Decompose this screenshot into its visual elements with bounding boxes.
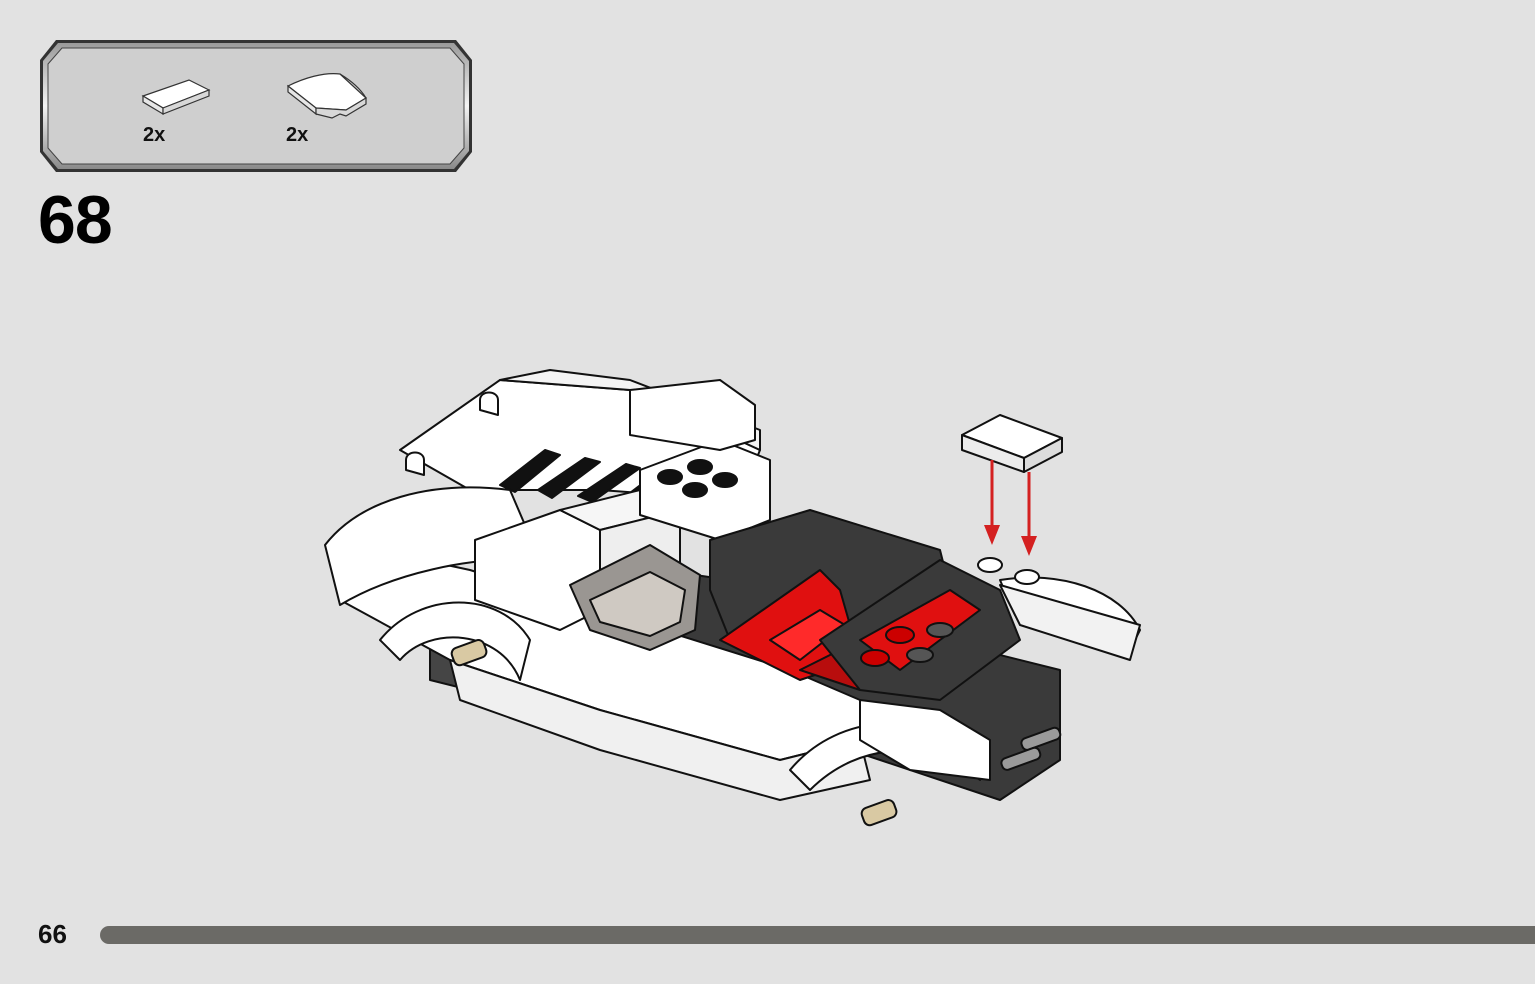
placement-arrows: [984, 460, 1037, 556]
tile-1x2-white-icon: [141, 79, 211, 116]
curved-slope-2x2-white-icon: [286, 73, 367, 119]
parts-callout-frame: [40, 40, 472, 172]
incoming-tile: [961, 414, 1063, 473]
car-model-illustration: [324, 369, 1141, 827]
parts-callout: 2x 2x: [38, 38, 474, 174]
part-quantity: 2x: [286, 124, 309, 146]
page-number: 66: [38, 919, 67, 949]
step-number: 68: [38, 182, 113, 258]
part-quantity: 2x: [143, 124, 166, 146]
progress-bar: [100, 926, 1535, 944]
